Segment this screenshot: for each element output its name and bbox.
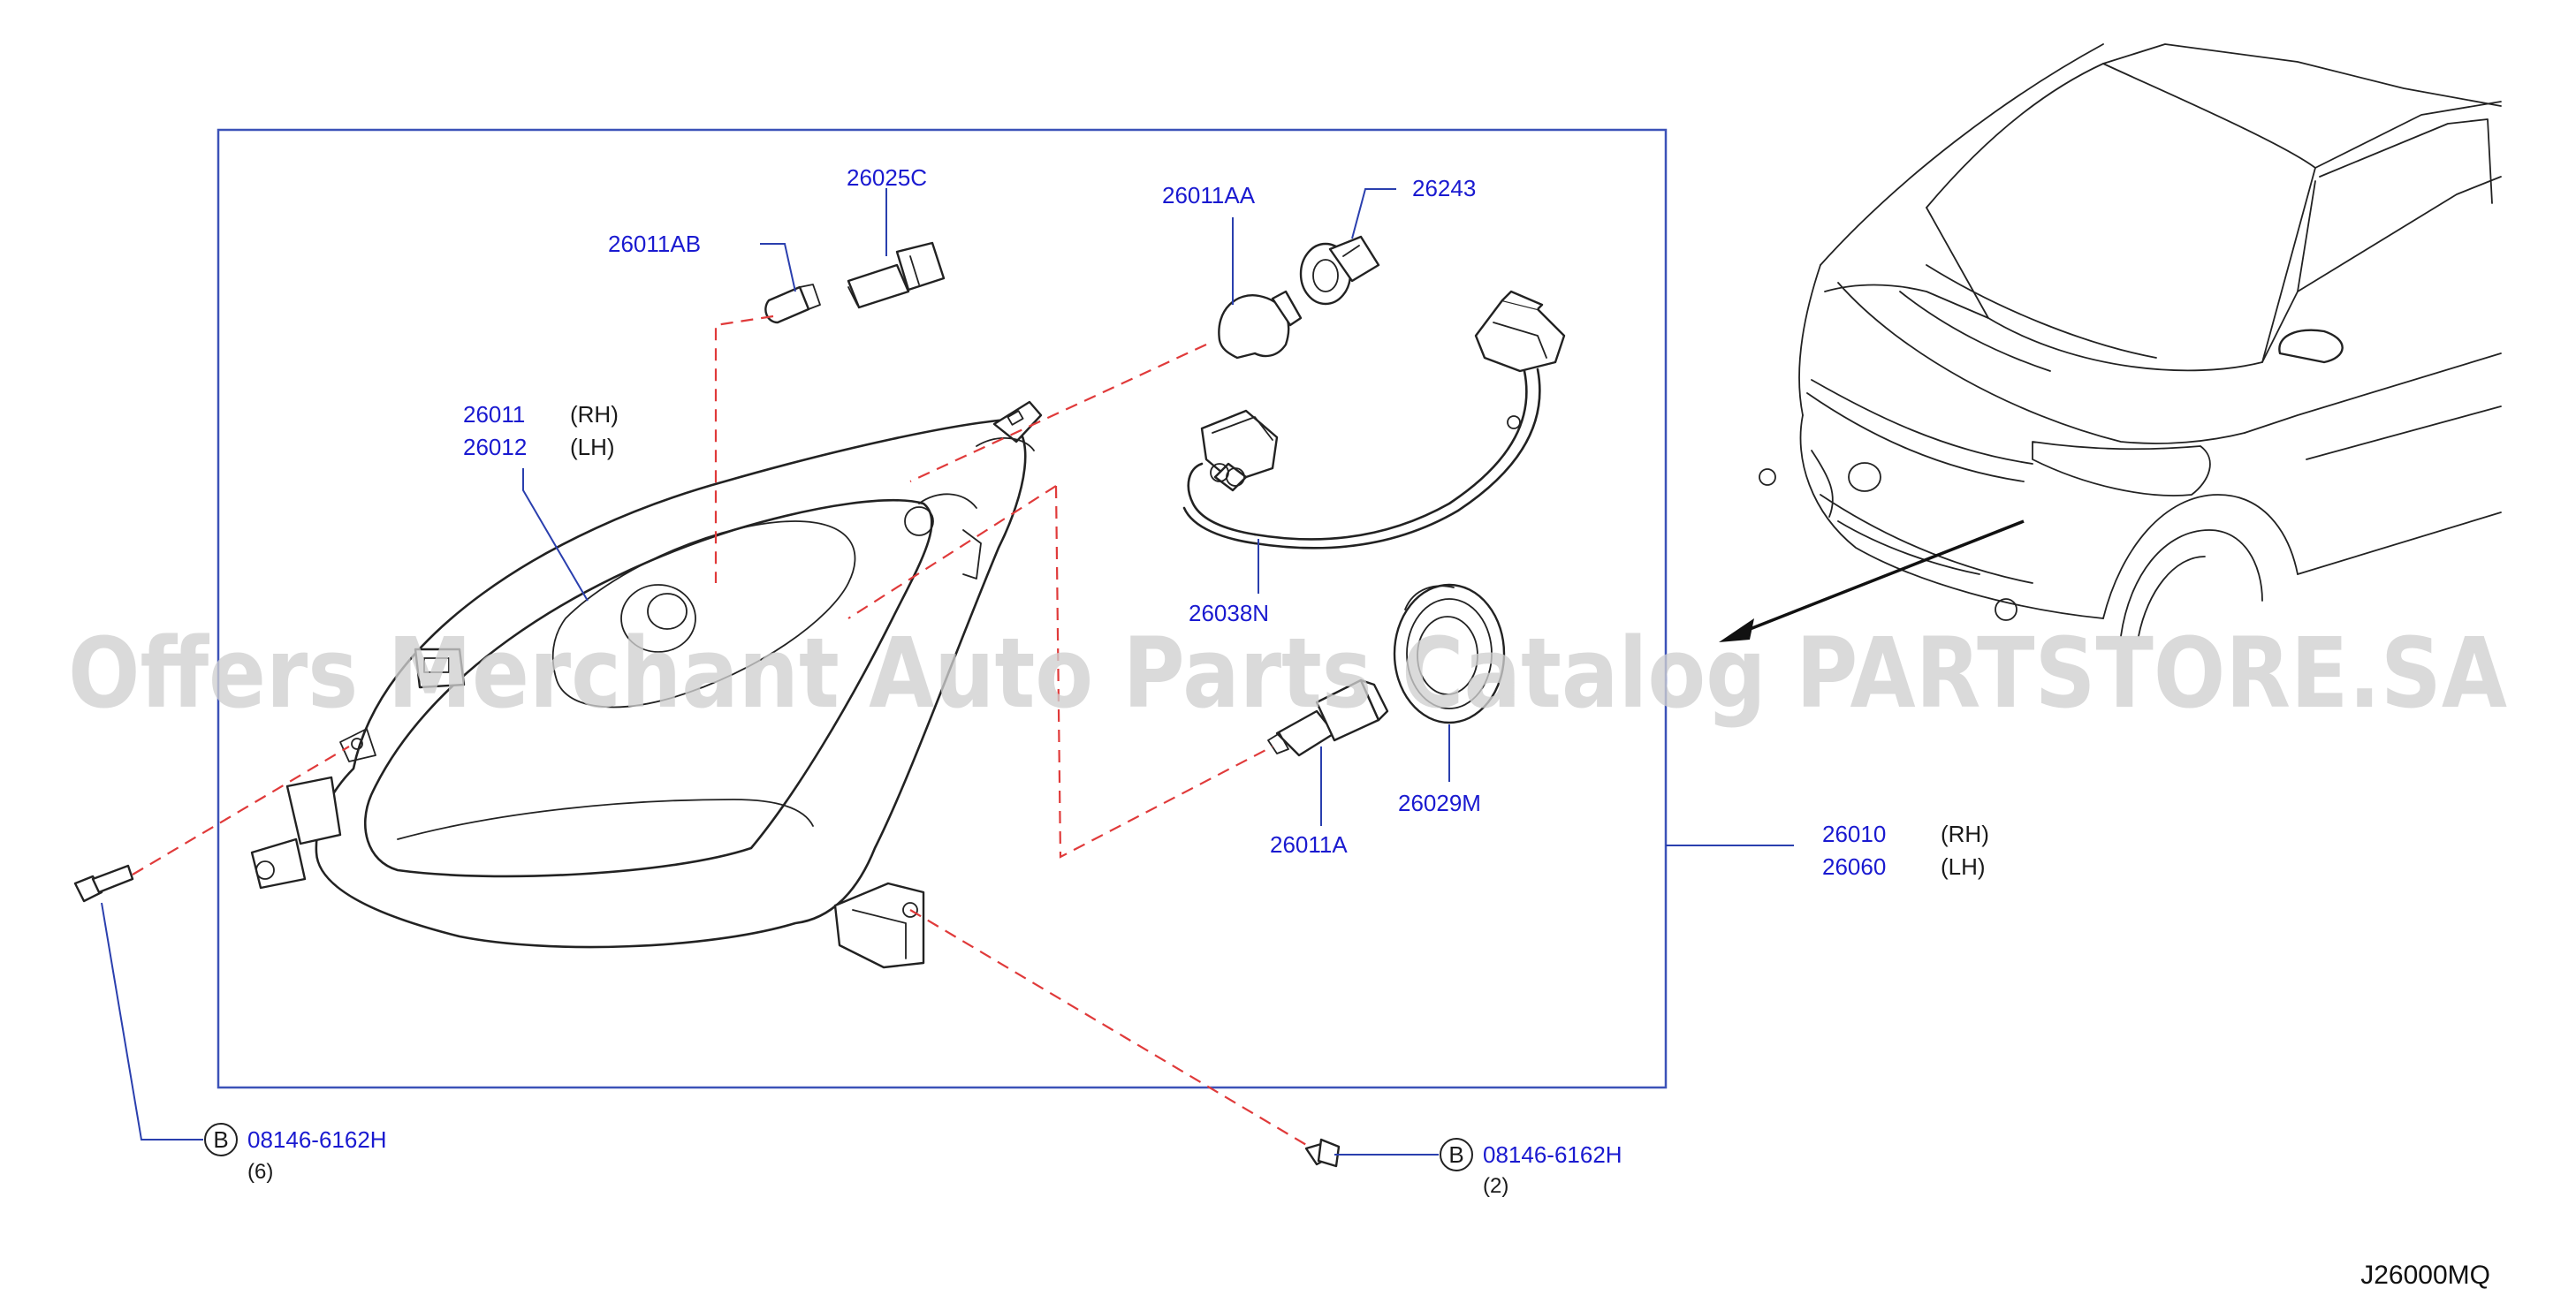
bolt-callout-left[interactable]: B 08146-6162H (6) [204, 1123, 387, 1184]
side-label-rh-lamp: (RH) [570, 401, 619, 428]
assembly-frame [217, 128, 1668, 1089]
part-label-26011ab[interactable]: 26011AB [608, 231, 701, 257]
leader-lines [101, 188, 1794, 1156]
part-label-26010[interactable]: 26010 [1822, 821, 1886, 847]
headlamp-housing-drawing [250, 400, 1043, 969]
bolt-marker-bottom: B [1448, 1141, 1463, 1168]
assembly-guide-lines [132, 314, 1313, 1149]
bolt-qty-bottom: (2) [1483, 1174, 1508, 1198]
bolt-part-label-bottom[interactable]: 08146-6162H [1483, 1141, 1622, 1168]
vehicle-outline-drawing [1759, 43, 2502, 637]
watermark-text: Offers Merchant Auto Parts Catalog PARTS… [68, 617, 2507, 730]
part-label-26011[interactable]: 26011 [463, 401, 525, 428]
part-label-26011aa[interactable]: 26011AA [1162, 182, 1256, 208]
part-label-26029m[interactable]: 26029M [1398, 790, 1481, 816]
part-label-26011a[interactable]: 26011A [1270, 831, 1348, 858]
diagram-code: J26000MQ [2360, 1261, 2490, 1290]
bulb-26011a-drawing [1267, 678, 1389, 757]
bulb-26011ab-drawing [764, 284, 821, 324]
bulb-26011aa-drawing [1218, 290, 1303, 360]
bolt-callout-bottom[interactable]: B 08146-6162H (2) [1440, 1138, 1622, 1198]
side-label-rh-assy: (RH) [1941, 821, 1989, 847]
side-label-lh-assy: (LH) [1941, 853, 1986, 880]
socket-26243-drawing [1299, 235, 1380, 306]
part-label-26038n[interactable]: 26038N [1189, 600, 1269, 626]
socket-26025c-drawing [847, 241, 946, 309]
bolt-left-drawing [73, 864, 134, 903]
bolt-qty-left: (6) [247, 1160, 273, 1184]
part-label-26060[interactable]: 26060 [1822, 853, 1886, 880]
side-label-lh-lamp: (LH) [570, 434, 615, 460]
part-label-26243[interactable]: 26243 [1412, 175, 1476, 201]
location-arrow [1719, 519, 2025, 642]
bolt-bottom-drawing [1304, 1138, 1341, 1168]
bolt-part-label-left[interactable]: 08146-6162H [247, 1126, 387, 1153]
part-label-26025c[interactable]: 26025C [847, 164, 927, 191]
harness-26038n-drawing [1182, 290, 1566, 549]
bolt-marker-left: B [213, 1126, 228, 1153]
cap-26029m-drawing [1393, 583, 1506, 724]
part-label-26012[interactable]: 26012 [463, 434, 527, 460]
